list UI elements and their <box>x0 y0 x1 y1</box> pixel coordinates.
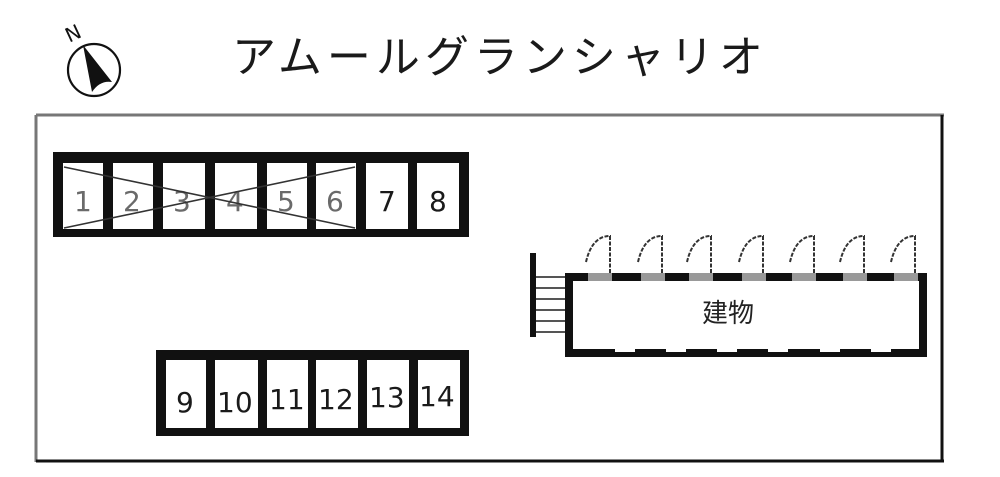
parking-stall-8[interactable] <box>417 163 459 229</box>
stall-number: 8 <box>429 185 447 218</box>
building-label: 建物 <box>702 299 754 329</box>
parking-stall-11[interactable] <box>267 360 308 428</box>
parking-stall-5[interactable] <box>267 163 307 229</box>
stall-number: 9 <box>176 386 194 419</box>
parking-stall-2[interactable] <box>113 163 153 229</box>
stall-number: 6 <box>326 185 344 218</box>
lot-boundary <box>34 113 944 463</box>
parking-stall-12[interactable] <box>316 360 358 428</box>
stall-number: 2 <box>123 185 141 218</box>
parking-stall-10[interactable] <box>215 360 258 428</box>
parking-stall-9[interactable] <box>166 360 206 428</box>
stall-number: 14 <box>419 380 455 413</box>
unavailable-cross-mark <box>63 166 356 229</box>
stall-number: 5 <box>277 185 295 218</box>
parking-stall-7[interactable] <box>366 163 408 229</box>
north-arrow-icon: N <box>61 19 122 98</box>
stall-number: 7 <box>378 185 396 218</box>
parking-stall-13[interactable] <box>367 360 409 428</box>
door-swing-icons <box>585 234 916 273</box>
parking-stall-4[interactable] <box>215 163 257 229</box>
stall-number: 10 <box>217 386 253 419</box>
building: 建物 <box>530 234 927 357</box>
compass-north-label: N <box>61 19 85 47</box>
parking-row-bottom: 9 10 11 12 13 14 <box>156 350 469 436</box>
stall-number: 12 <box>318 383 354 416</box>
parking-row-top: 1 2 3 4 5 6 7 8 <box>53 152 469 237</box>
parking-stall-14[interactable] <box>418 360 460 428</box>
parking-stall-3[interactable] <box>163 163 205 229</box>
staircase-icon <box>530 253 566 337</box>
stall-number: 13 <box>369 381 405 414</box>
property-title: アムールグランシャリオ <box>232 32 768 83</box>
stall-number: 11 <box>269 383 305 416</box>
stall-number: 1 <box>74 185 92 218</box>
